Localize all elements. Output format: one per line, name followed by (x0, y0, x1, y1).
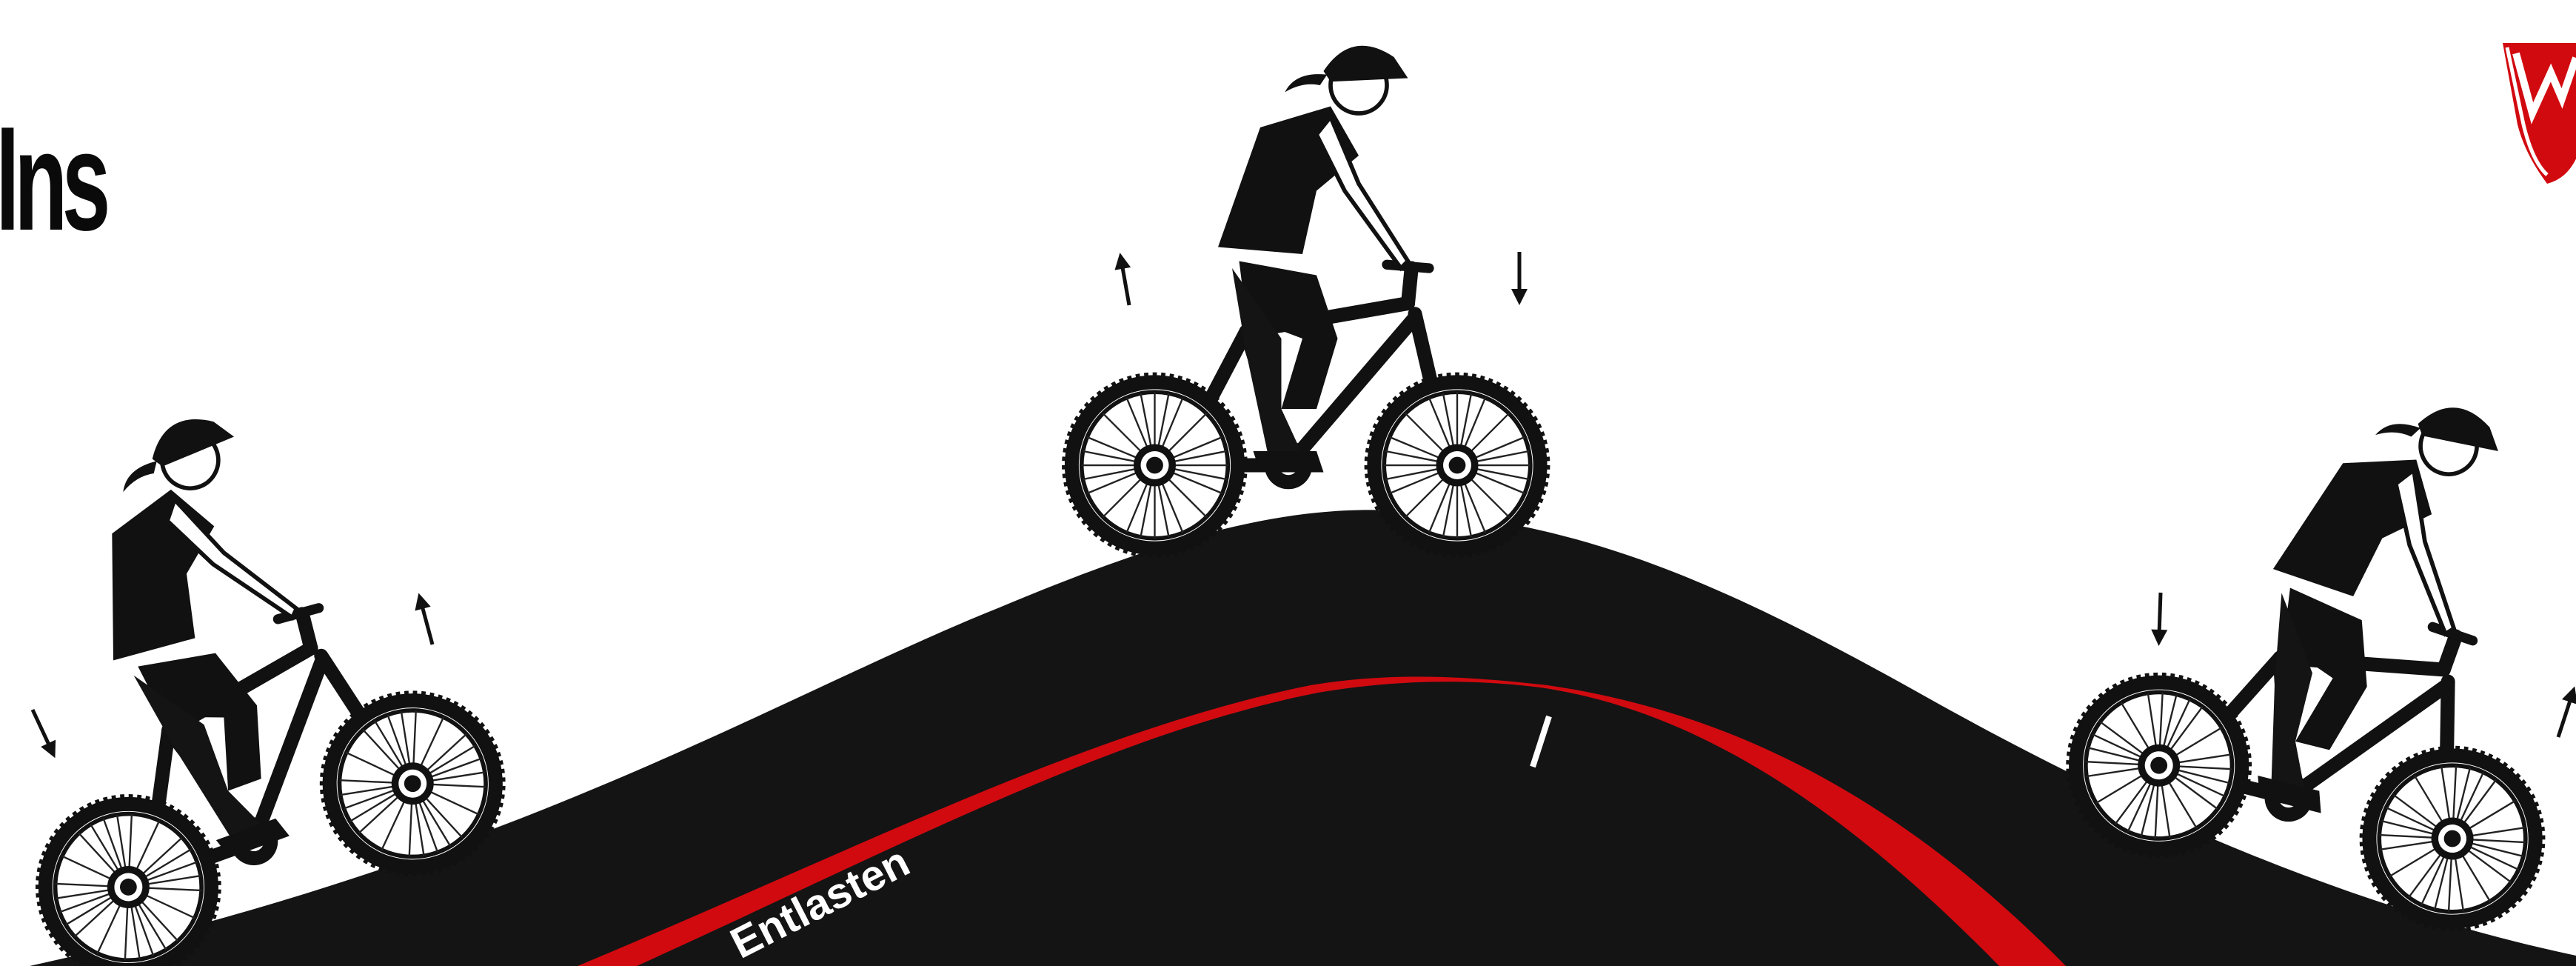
arrow-down-right-rider-rear (2150, 593, 2168, 647)
rider-on-crest (1065, 46, 1548, 556)
arrow-up-right-rider-front (2551, 684, 2576, 739)
arrow-down-left-rider-rear (25, 706, 62, 762)
shield-mountain-logo-icon (2503, 43, 2576, 184)
arrow-down-crest-rider-front (1511, 252, 1528, 305)
arrow-up-crest-rider-rear (1112, 251, 1137, 307)
arrow-up-left-rider-front (411, 591, 441, 647)
